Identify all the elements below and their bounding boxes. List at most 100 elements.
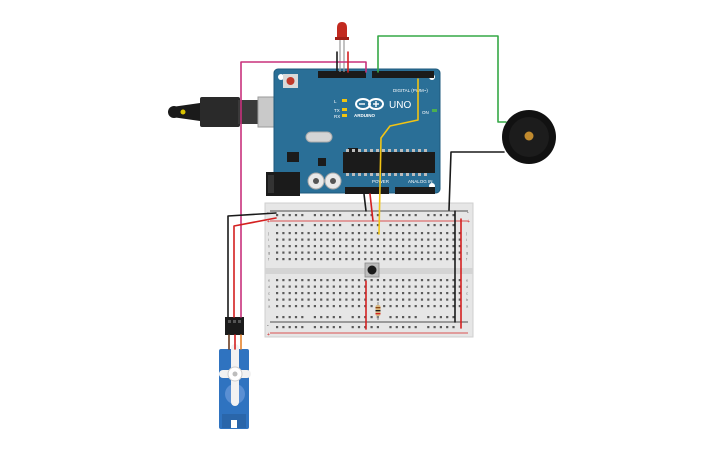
breadboard-hole[interactable] [364, 232, 367, 235]
breadboard-hole[interactable] [446, 326, 449, 329]
breadboard-hole[interactable] [433, 285, 436, 288]
breadboard-hole[interactable] [420, 238, 424, 241]
breadboard-hole[interactable] [414, 245, 417, 248]
breadboard-hole[interactable] [383, 292, 386, 295]
breadboard-hole[interactable] [339, 258, 342, 261]
breadboard-hole[interactable] [408, 224, 411, 227]
breadboard-hole[interactable] [351, 238, 354, 241]
breadboard-hole[interactable] [276, 305, 279, 308]
breadboard-hole[interactable] [427, 251, 430, 254]
breadboard-hole[interactable] [345, 305, 348, 308]
breadboard-hole[interactable] [326, 238, 329, 241]
breadboard-hole[interactable] [294, 316, 298, 319]
breadboard-hole[interactable] [313, 258, 316, 261]
breadboard-hole[interactable] [339, 305, 342, 308]
breadboard-hole[interactable] [282, 316, 285, 319]
breadboard-hole[interactable] [389, 258, 392, 261]
breadboard-hole[interactable] [288, 224, 291, 227]
breadboard-hole[interactable] [357, 232, 361, 235]
breadboard-hole[interactable] [276, 316, 279, 319]
breadboard-hole[interactable] [414, 214, 417, 217]
breadboard-hole[interactable] [339, 326, 342, 329]
breadboard-hole[interactable] [339, 298, 342, 301]
breadboard-hole[interactable] [376, 214, 379, 217]
breadboard-hole[interactable] [313, 292, 316, 295]
breadboard-hole[interactable] [446, 258, 449, 261]
breadboard-hole[interactable] [332, 326, 335, 329]
breadboard-hole[interactable] [433, 279, 436, 282]
breadboard-hole[interactable] [458, 238, 461, 241]
breadboard-hole[interactable] [452, 245, 455, 248]
breadboard-hole[interactable] [351, 292, 354, 295]
breadboard-hole[interactable] [307, 279, 310, 282]
breadboard-hole[interactable] [357, 316, 361, 319]
breadboard-hole[interactable] [364, 214, 367, 217]
breadboard-hole[interactable] [408, 305, 411, 308]
breadboard-hole[interactable] [420, 305, 424, 308]
breadboard-hole[interactable] [389, 292, 392, 295]
breadboard-hole[interactable] [332, 285, 335, 288]
breadboard-hole[interactable] [282, 232, 285, 235]
breadboard-hole[interactable] [383, 238, 386, 241]
breadboard-hole[interactable] [301, 298, 304, 301]
breadboard-hole[interactable] [332, 258, 335, 261]
breadboard-hole[interactable] [282, 245, 285, 248]
breadboard-hole[interactable] [427, 316, 430, 319]
breadboard-hole[interactable] [320, 292, 323, 295]
breadboard-hole[interactable] [395, 305, 398, 308]
breadboard-hole[interactable] [313, 285, 316, 288]
breadboard-hole[interactable] [326, 245, 329, 248]
breadboard-hole[interactable] [433, 298, 436, 301]
breadboard-hole[interactable] [313, 251, 316, 254]
breadboard-hole[interactable] [276, 232, 279, 235]
breadboard-hole[interactable] [395, 251, 398, 254]
breadboard-hole[interactable] [326, 298, 329, 301]
breadboard-hole[interactable] [288, 238, 291, 241]
breadboard-hole[interactable] [351, 305, 354, 308]
servo-motor-icon[interactable] [219, 317, 251, 429]
breadboard-hole[interactable] [370, 316, 373, 319]
breadboard-hole[interactable] [332, 251, 335, 254]
breadboard-hole[interactable] [389, 285, 392, 288]
breadboard-hole[interactable] [395, 316, 398, 319]
breadboard-hole[interactable] [307, 292, 310, 295]
breadboard-hole[interactable] [414, 326, 417, 329]
breadboard-hole[interactable] [402, 279, 405, 282]
breadboard-hole[interactable] [389, 245, 392, 248]
breadboard-hole[interactable] [357, 285, 361, 288]
breadboard-hole[interactable] [370, 224, 373, 227]
breadboard-hole[interactable] [389, 224, 392, 227]
arduino-uno-board[interactable]: UNO ARDUINO DIGITAL (PWM~) POWER ANALOG … [266, 68, 441, 196]
breadboard-hole[interactable] [364, 251, 367, 254]
breadboard-hole[interactable] [452, 292, 455, 295]
breadboard-hole[interactable] [439, 326, 442, 329]
pushbutton-icon[interactable] [364, 262, 380, 278]
breadboard-hole[interactable] [320, 279, 323, 282]
breadboard-hole[interactable] [433, 292, 436, 295]
breadboard-hole[interactable] [276, 326, 279, 329]
breadboard-hole[interactable] [332, 224, 335, 227]
breadboard-hole[interactable] [332, 245, 335, 248]
breadboard-hole[interactable] [364, 279, 367, 282]
breadboard-hole[interactable] [452, 279, 455, 282]
breadboard-hole[interactable] [389, 305, 392, 308]
breadboard-hole[interactable] [414, 238, 417, 241]
breadboard-hole[interactable] [339, 279, 342, 282]
breadboard-hole[interactable] [326, 232, 329, 235]
breadboard-hole[interactable] [439, 279, 442, 282]
breadboard-hole[interactable] [301, 214, 304, 217]
breadboard-hole[interactable] [408, 279, 411, 282]
breadboard-hole[interactable] [357, 279, 361, 282]
breadboard-hole[interactable] [320, 245, 323, 248]
breadboard-hole[interactable] [452, 251, 455, 254]
breadboard-hole[interactable] [307, 251, 310, 254]
breadboard-hole[interactable] [408, 251, 411, 254]
wire-green[interactable] [377, 35, 507, 123]
breadboard-hole[interactable] [446, 279, 449, 282]
breadboard-hole[interactable] [320, 258, 323, 261]
breadboard-hole[interactable] [282, 326, 285, 329]
breadboard-hole[interactable] [313, 224, 316, 227]
breadboard-hole[interactable] [446, 251, 449, 254]
breadboard-hole[interactable] [376, 232, 379, 235]
breadboard-hole[interactable] [458, 251, 461, 254]
